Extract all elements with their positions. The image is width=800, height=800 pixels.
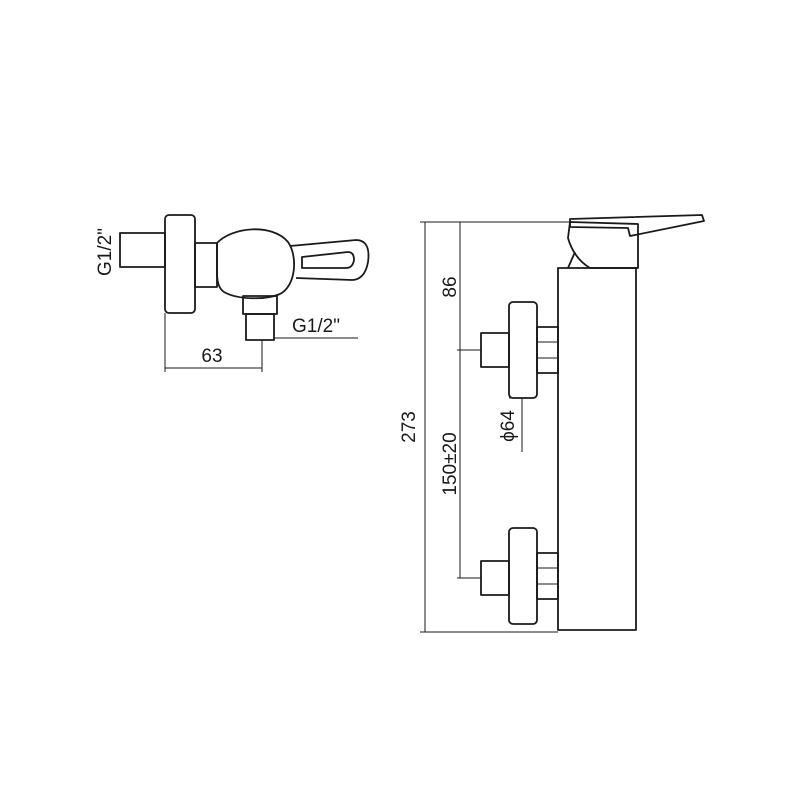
front-upper-flange <box>508 301 538 399</box>
side-valve-body <box>216 228 295 300</box>
side-wall-flange <box>164 214 196 314</box>
front-total-height-label: 273 <box>399 411 420 443</box>
front-lever-blade <box>569 214 705 237</box>
front-flange-diameter-label: ϕ64 <box>498 410 519 442</box>
front-upper-nut <box>536 326 559 374</box>
front-lower-nut <box>536 552 559 600</box>
front-inlet-spacing-label: 150±20 <box>440 432 461 495</box>
side-inlet-thread-label: G1/2" <box>95 228 116 276</box>
front-view: 273 86 150±20 ϕ64 <box>399 214 705 633</box>
front-upper-pipe <box>480 332 510 368</box>
side-neck <box>194 242 218 288</box>
front-top-offset-label: 86 <box>440 276 461 297</box>
front-lower-pipe <box>480 560 510 596</box>
side-lever-inner <box>301 251 355 269</box>
side-inlet-pipe <box>119 232 166 268</box>
front-lower-flange <box>508 527 538 625</box>
side-depth-label: 63 <box>201 346 222 367</box>
side-outlet-nut <box>245 313 275 341</box>
front-lever-housing <box>567 221 639 269</box>
side-outlet-thread-label: G1/2" <box>292 316 340 337</box>
front-lever-neck <box>567 251 576 269</box>
side-lever <box>289 239 370 281</box>
front-main-body <box>557 267 637 631</box>
side-view: G1/2" G1/2" 63 <box>95 214 370 372</box>
